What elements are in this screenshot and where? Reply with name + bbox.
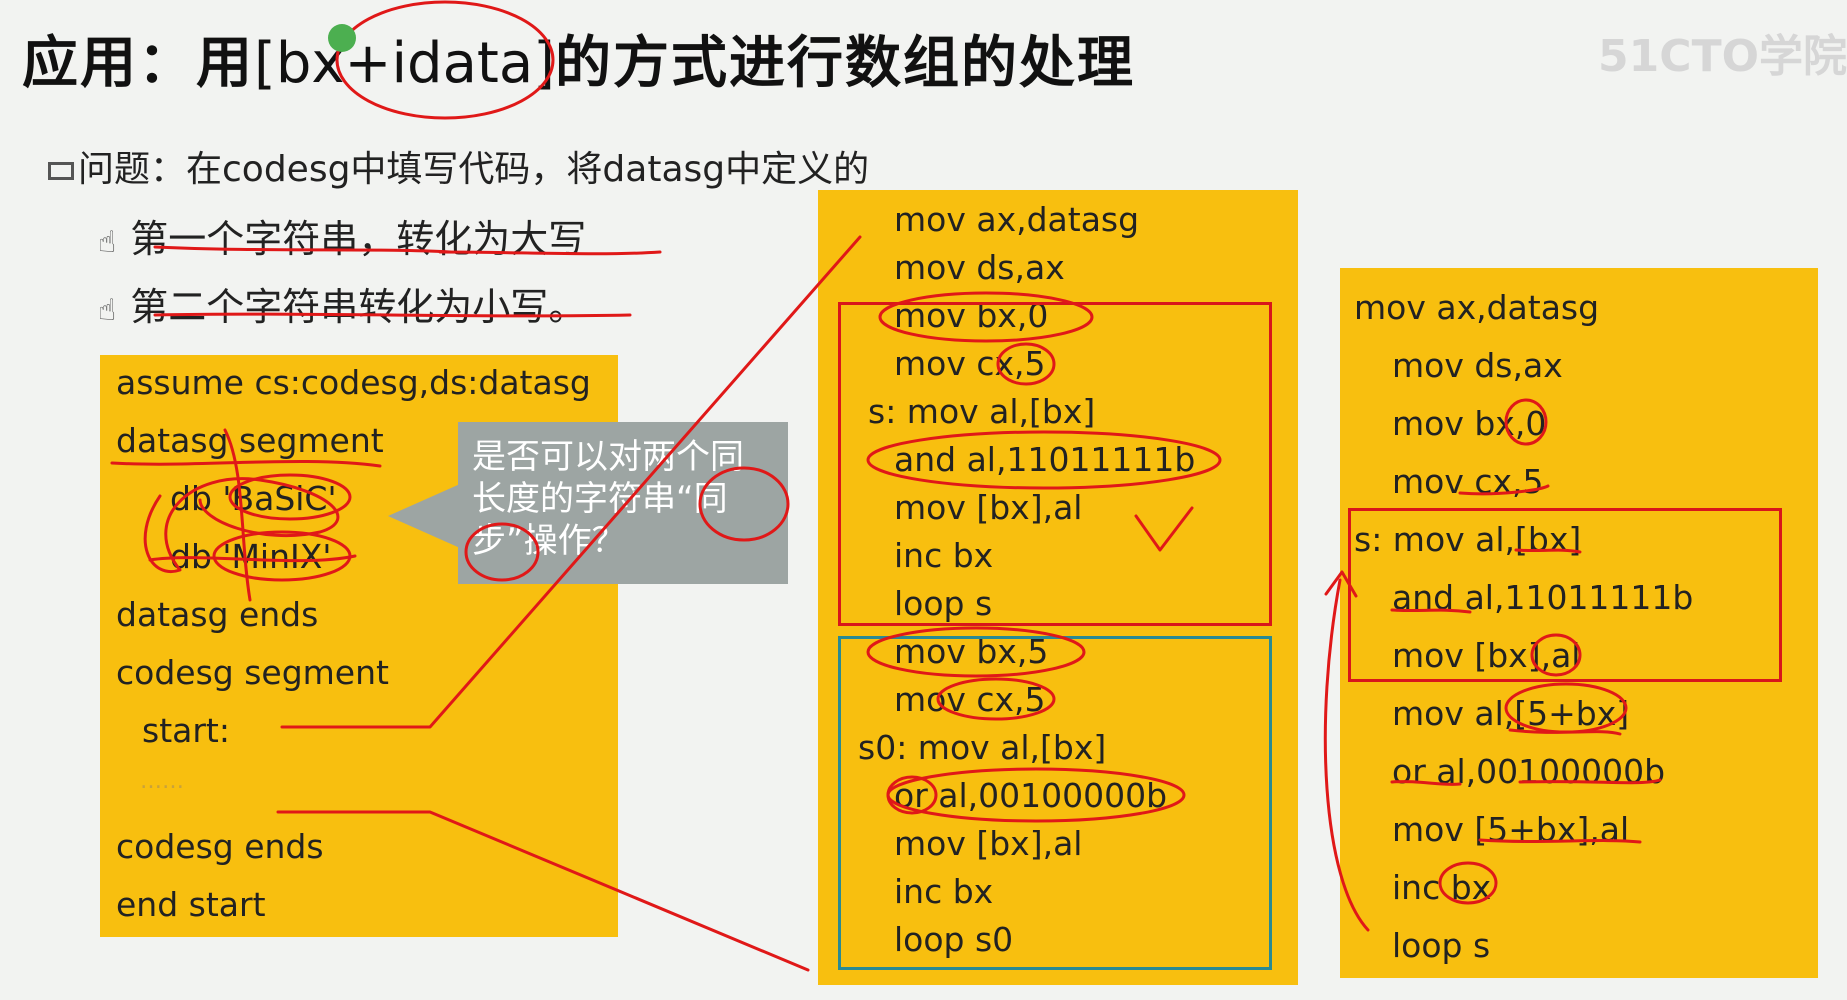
title-prefix: 应用：用 — [22, 30, 254, 96]
callout-line: 是否可以对两个同 — [472, 437, 744, 477]
callout-line: 步”操作？ — [472, 521, 626, 561]
code-line: s0: mov al,[bx] — [858, 728, 1107, 767]
code-line: mov [bx],al — [894, 488, 1083, 527]
hand-pointer-icon: ☝ — [98, 225, 117, 260]
question-text: 问题：在codesg中填写代码，将datasg中定义的 — [78, 149, 870, 190]
code-line: s: mov al,[bx] — [868, 392, 1096, 431]
code-line: loop s — [894, 584, 993, 623]
code-line: codesg ends — [116, 827, 324, 866]
code-line: end start — [116, 885, 266, 924]
watermark-logo: 51CTO学院 — [1598, 31, 1847, 82]
code-line: loop s — [1392, 926, 1491, 965]
question-item-2: ☝ 第二个字符串转化为小写。 — [98, 276, 586, 331]
code-line: mov ds,ax — [1392, 346, 1563, 385]
code-line: mov [bx],al — [894, 824, 1083, 863]
code-line: codesg segment — [116, 653, 389, 692]
code-line: inc bx — [894, 536, 994, 575]
callout-box: 是否可以对两个同 长度的字符串“同 步”操作？ — [458, 422, 788, 584]
question-line: 问题：在codesg中填写代码，将datasg中定义的 — [48, 140, 869, 192]
code-line: mov al,[5+bx] — [1392, 694, 1630, 733]
question-item-1: ☝ 第一个字符串，转化为大写 — [98, 208, 586, 263]
callout-line: 长度的字符串“同 — [472, 479, 728, 519]
callout-tail — [388, 484, 460, 548]
code-line: mov ds,ax — [894, 248, 1065, 287]
title-code: [bx+idata] — [254, 31, 555, 96]
code-line: inc bx — [894, 872, 994, 911]
code-line: inc bx — [1392, 868, 1492, 907]
code-line: mov cx,5 — [1392, 462, 1544, 501]
code-line: start: — [142, 711, 230, 750]
code-line: mov ax,datasg — [894, 200, 1140, 239]
uppercase-loop-frame — [838, 302, 1272, 626]
code-line: mov bx,0 — [1392, 404, 1547, 443]
code-line: …… — [140, 769, 184, 794]
question-item-text: 第一个字符串，转化为大写 — [130, 217, 587, 261]
code-line: db 'BaSiC' — [170, 479, 337, 518]
question-item-text: 第二个字符串转化为小写。 — [130, 285, 587, 329]
code-line: db 'MinIX' — [170, 537, 332, 576]
code-line: assume cs:codesg,ds:datasg — [116, 363, 591, 402]
laptop-icon — [48, 162, 74, 180]
code-line: datasg segment — [116, 421, 384, 460]
title-suffix: 的方式进行数组的处理 — [555, 30, 1135, 96]
page-title: 应用：用[bx+idata]的方式进行数组的处理 — [22, 18, 1135, 99]
lowercase-loop-frame — [838, 636, 1272, 970]
hand-pointer-icon: ☝ — [98, 293, 117, 328]
code-line: or al,00100000b — [1392, 752, 1666, 791]
code-line: loop s0 — [894, 920, 1014, 959]
code-line: datasg ends — [116, 595, 319, 634]
combined-loop-frame — [1348, 508, 1782, 682]
code-line: mov ax,datasg — [1354, 288, 1600, 327]
code-line: mov [5+bx],al — [1392, 810, 1630, 849]
